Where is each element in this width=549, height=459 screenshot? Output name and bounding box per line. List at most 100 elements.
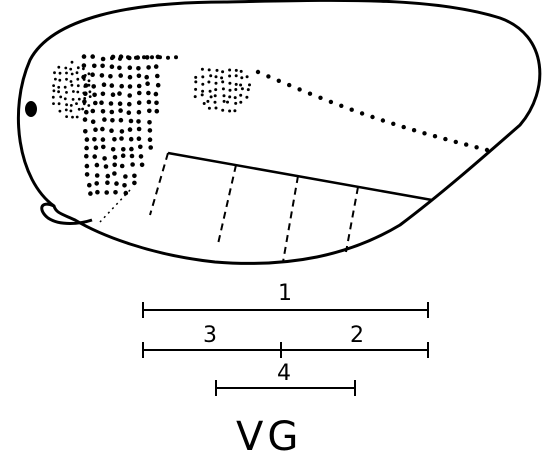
stipple-dot bbox=[222, 87, 225, 90]
stipple-dot bbox=[52, 102, 55, 105]
stipple-dot bbox=[91, 84, 96, 89]
stipple-dot bbox=[91, 109, 96, 114]
stipple-dot bbox=[147, 120, 152, 125]
stipple-dot bbox=[113, 190, 118, 195]
stipple-dot bbox=[201, 68, 204, 71]
stipple-dot bbox=[245, 96, 248, 99]
stipple-dot bbox=[156, 83, 161, 88]
stipple-dot bbox=[65, 91, 68, 94]
stipple-dot bbox=[121, 147, 126, 152]
stipple-dot bbox=[99, 100, 104, 105]
stipple-dot bbox=[88, 72, 91, 75]
stipple-dot bbox=[214, 101, 217, 104]
eye bbox=[25, 101, 37, 117]
stipple-dot bbox=[287, 83, 291, 87]
stipple-dot bbox=[64, 86, 67, 89]
stipple-dot bbox=[106, 174, 111, 179]
stipple-dot bbox=[93, 101, 98, 106]
stipple-dot bbox=[91, 119, 96, 124]
stipple-dot bbox=[339, 104, 343, 108]
stipple-dot bbox=[84, 146, 89, 151]
stipple-dot bbox=[72, 98, 75, 101]
stipple-dot bbox=[65, 115, 68, 118]
stipple-dot bbox=[89, 95, 92, 98]
stipple-dot bbox=[234, 96, 237, 99]
stipple-dot bbox=[485, 148, 489, 152]
stipple-dot bbox=[72, 90, 75, 93]
stipple-dot bbox=[126, 55, 130, 59]
stipple-dot bbox=[76, 71, 79, 74]
stipple-dot bbox=[220, 76, 223, 79]
stipple-dot bbox=[127, 110, 132, 115]
stipple-dot bbox=[139, 154, 144, 159]
stipple-dot bbox=[59, 96, 62, 99]
stipple-dot bbox=[112, 171, 117, 176]
stipple-dot bbox=[246, 75, 249, 78]
stipple-dot bbox=[118, 108, 123, 113]
stipple-dot bbox=[52, 84, 55, 87]
stipple-dot bbox=[201, 90, 204, 93]
stipple-dot bbox=[209, 90, 212, 93]
stipple-dot bbox=[71, 116, 74, 119]
stipple-dot bbox=[76, 116, 79, 119]
stipple-dot bbox=[229, 89, 232, 92]
stipple-dot bbox=[234, 88, 237, 91]
stipple-dot bbox=[65, 103, 68, 106]
stipple-dot bbox=[83, 129, 88, 134]
stipple-dot bbox=[88, 79, 91, 82]
stipple-dot bbox=[84, 83, 89, 88]
stipple-dot bbox=[443, 137, 447, 141]
stipple-dot bbox=[119, 84, 124, 89]
stipple-dot bbox=[110, 83, 115, 88]
stipple-dot bbox=[89, 90, 92, 93]
stipple-dot bbox=[65, 78, 68, 81]
stipple-dot bbox=[221, 80, 224, 83]
stipple-dot bbox=[148, 128, 153, 133]
stipple-dot bbox=[90, 54, 95, 59]
stipple-dot bbox=[221, 70, 224, 73]
stipple-dot bbox=[127, 93, 132, 98]
stipple-dot bbox=[129, 119, 134, 124]
stipple-dot bbox=[148, 145, 153, 150]
stipple-dot bbox=[111, 92, 116, 97]
head-stipple-region bbox=[52, 61, 92, 119]
stipple-dot bbox=[87, 183, 92, 188]
stipple-dot bbox=[53, 71, 56, 74]
stipple-dot bbox=[241, 87, 244, 90]
stipple-dot bbox=[201, 83, 204, 86]
stipple-dot bbox=[88, 191, 93, 196]
stipple-dot bbox=[57, 66, 60, 69]
stipple-dot bbox=[194, 88, 197, 91]
stipple-dot bbox=[210, 95, 213, 98]
stipple-dot bbox=[129, 137, 134, 142]
stipple-dot bbox=[120, 129, 125, 134]
stipple-dot bbox=[256, 70, 260, 74]
stipple-dot bbox=[240, 76, 243, 79]
stipple-dot bbox=[247, 88, 250, 91]
dorsal-dotted-line bbox=[256, 70, 489, 152]
stipple-dot bbox=[101, 145, 106, 150]
stipple-dot bbox=[112, 163, 117, 168]
stipple-dot bbox=[235, 74, 238, 77]
stipple-dot bbox=[94, 181, 99, 186]
stipple-dot bbox=[130, 154, 135, 159]
stipple-dot bbox=[433, 134, 437, 138]
stipple-dot bbox=[92, 137, 97, 142]
stipple-dot bbox=[117, 91, 122, 96]
stipple-dot bbox=[228, 75, 231, 78]
stipple-dot bbox=[233, 109, 236, 112]
stipple-dot bbox=[130, 162, 135, 167]
stipple-dot bbox=[85, 172, 90, 177]
stipple-dot bbox=[240, 70, 243, 73]
stipple-dot bbox=[85, 137, 90, 142]
stipple-dot bbox=[206, 100, 209, 103]
stipple-dot bbox=[154, 64, 159, 69]
stipple-dot bbox=[208, 107, 211, 110]
stipple-dot bbox=[138, 145, 143, 150]
stipple-dot bbox=[71, 84, 74, 87]
stipple-dot bbox=[128, 75, 133, 80]
stipple-dot bbox=[101, 109, 106, 114]
stipple-dot bbox=[64, 67, 67, 70]
stipple-dot bbox=[101, 92, 106, 97]
